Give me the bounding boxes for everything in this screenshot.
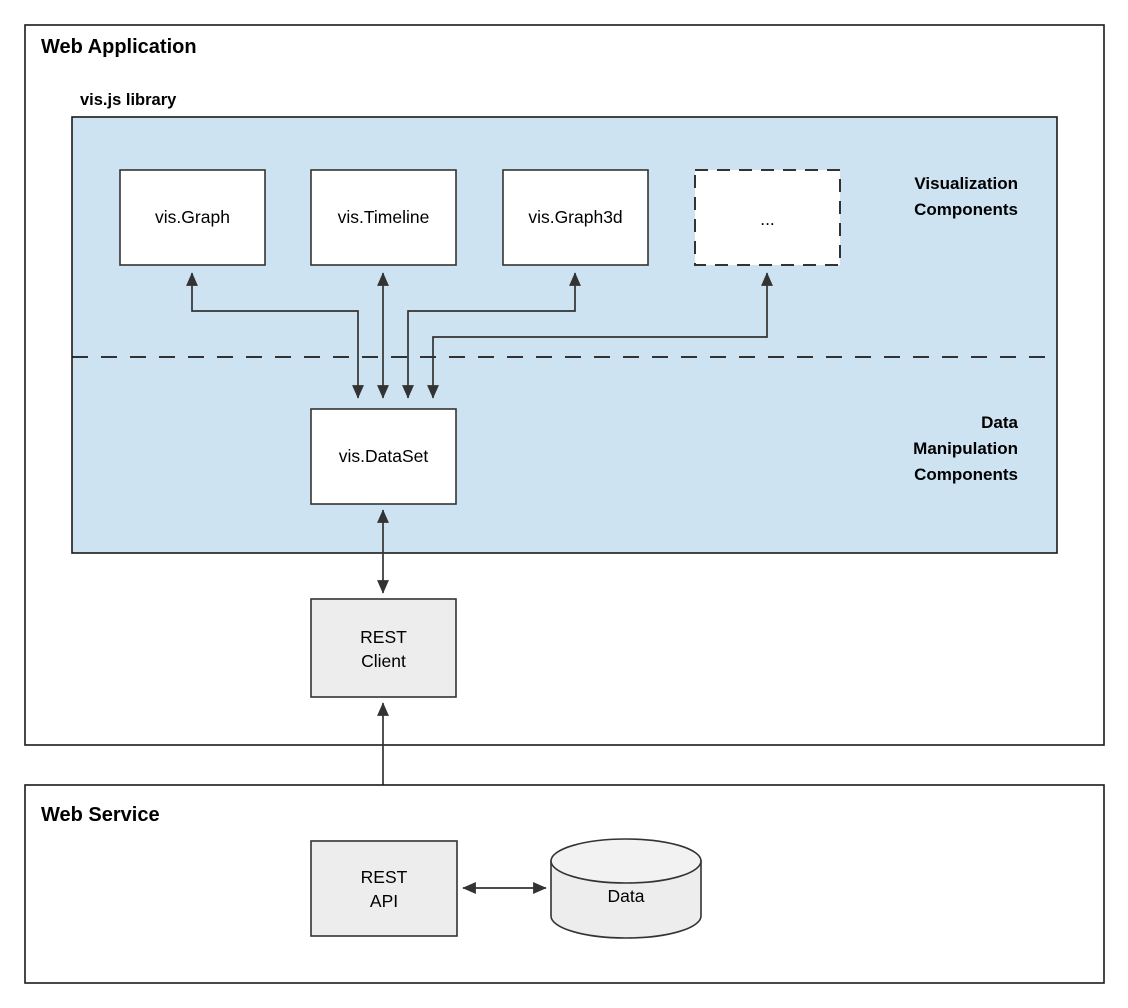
- node-rest-client-label-line2: Client: [361, 651, 406, 671]
- node-rest-api[interactable]: REST API: [310, 840, 458, 937]
- node-vis-timeline[interactable]: vis.Timeline: [310, 169, 457, 266]
- node-data-store-label: Data: [608, 886, 645, 906]
- node-vis-graph[interactable]: vis.Graph: [119, 169, 266, 266]
- connector-visgraph-dataset: [186, 272, 364, 399]
- node-rest-api-label-line2: API: [370, 891, 398, 911]
- node-vis-graph-label: vis.Graph: [155, 207, 230, 227]
- vis-js-library-title: vis.js library: [80, 91, 177, 109]
- connector-more-dataset: [427, 272, 773, 399]
- node-vis-timeline-label: vis.Timeline: [338, 207, 430, 227]
- node-vis-dataset-label: vis.DataSet: [339, 446, 429, 466]
- node-data-store[interactable]: Data: [550, 838, 702, 939]
- node-rest-client[interactable]: REST Client: [310, 598, 457, 698]
- data-manipulation-label-line3: Components: [914, 465, 1018, 484]
- node-rest-client-label-line1: REST: [360, 627, 407, 647]
- web-application-title: Web Application: [41, 36, 197, 58]
- node-rest-api-label-line1: REST: [361, 867, 408, 887]
- node-more-components[interactable]: ...: [694, 169, 841, 266]
- data-manipulation-label-line1: Data: [981, 413, 1018, 432]
- data-manipulation-label-line2: Manipulation: [913, 439, 1018, 458]
- visualization-components-label-line1: Visualization: [914, 174, 1018, 193]
- node-vis-graph3d[interactable]: vis.Graph3d: [502, 169, 649, 266]
- web-service-title: Web Service: [41, 804, 160, 826]
- node-vis-dataset[interactable]: vis.DataSet: [310, 408, 457, 505]
- node-more-components-label: ...: [760, 209, 775, 229]
- node-vis-graph3d-label: vis.Graph3d: [528, 207, 622, 227]
- visualization-components-label-line2: Components: [914, 200, 1018, 219]
